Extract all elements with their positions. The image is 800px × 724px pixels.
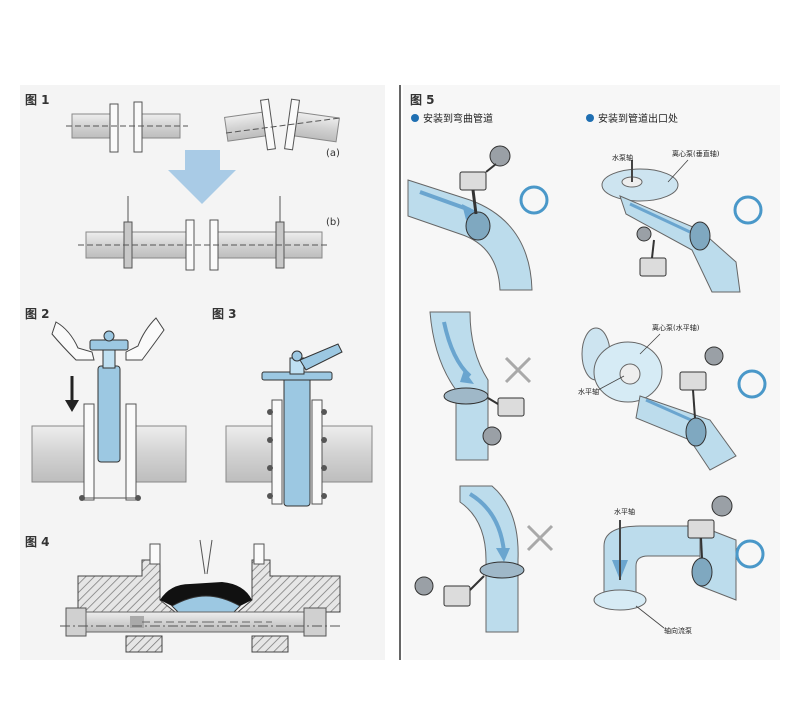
fig1-down-arrow <box>168 150 236 204</box>
fig3-title: 图 3 <box>212 307 237 321</box>
bullet-outlet <box>586 114 594 122</box>
ok-circle-3 <box>737 369 767 399</box>
section-outlet: 安装到管道出口处 <box>598 112 678 125</box>
fig1-title: 图 1 <box>25 93 50 107</box>
label-axial-pump: 轴向流泵 <box>664 626 692 635</box>
x-mark-2 <box>526 524 554 552</box>
fig3: 图 3 <box>212 307 373 507</box>
ok-circle-4 <box>735 539 765 569</box>
label-horizontal-axis-1: 水平轴 <box>578 387 599 396</box>
label-centrifugal-vertical: 离心泵(垂直轴) <box>672 149 720 158</box>
fig1-label-b: (b) <box>326 217 340 228</box>
fig5: 图 5 安装到弯曲管道 安装到管道出口处 水泵 <box>407 93 767 635</box>
label-horizontal-axis-2: 水平轴 <box>614 507 635 516</box>
outlet-axial-pump: 水平轴 轴向流泵 <box>593 495 765 635</box>
bend-incorrect-1 <box>429 311 532 461</box>
ok-circle-1 <box>519 185 549 215</box>
label-centrifugal-horizontal: 离心泵(水平轴) <box>652 323 700 332</box>
outlet-horizontal-pump: 离心泵(水平轴) 水平轴 <box>578 323 767 471</box>
fig5-title: 图 5 <box>410 93 435 107</box>
ok-circle-2 <box>733 195 763 225</box>
fig2-title: 图 2 <box>25 307 50 321</box>
bullet-bend <box>411 114 419 122</box>
bend-incorrect-2 <box>414 485 554 633</box>
label-vertical-axis: 水泵轴 <box>612 153 633 162</box>
x-mark-1 <box>504 356 532 384</box>
fig4: 图 4 <box>25 535 341 653</box>
bend-correct <box>407 145 549 291</box>
fig1-label-a: (a) <box>326 148 340 159</box>
fig2: 图 2 <box>25 307 187 501</box>
fig1: 图 1 (a) (b) <box>25 93 340 271</box>
section-bend: 安装到弯曲管道 <box>423 112 493 125</box>
outlet-vertical-pump: 水泵轴 离心泵(垂直轴) <box>601 149 763 293</box>
fig4-title: 图 4 <box>25 535 50 549</box>
